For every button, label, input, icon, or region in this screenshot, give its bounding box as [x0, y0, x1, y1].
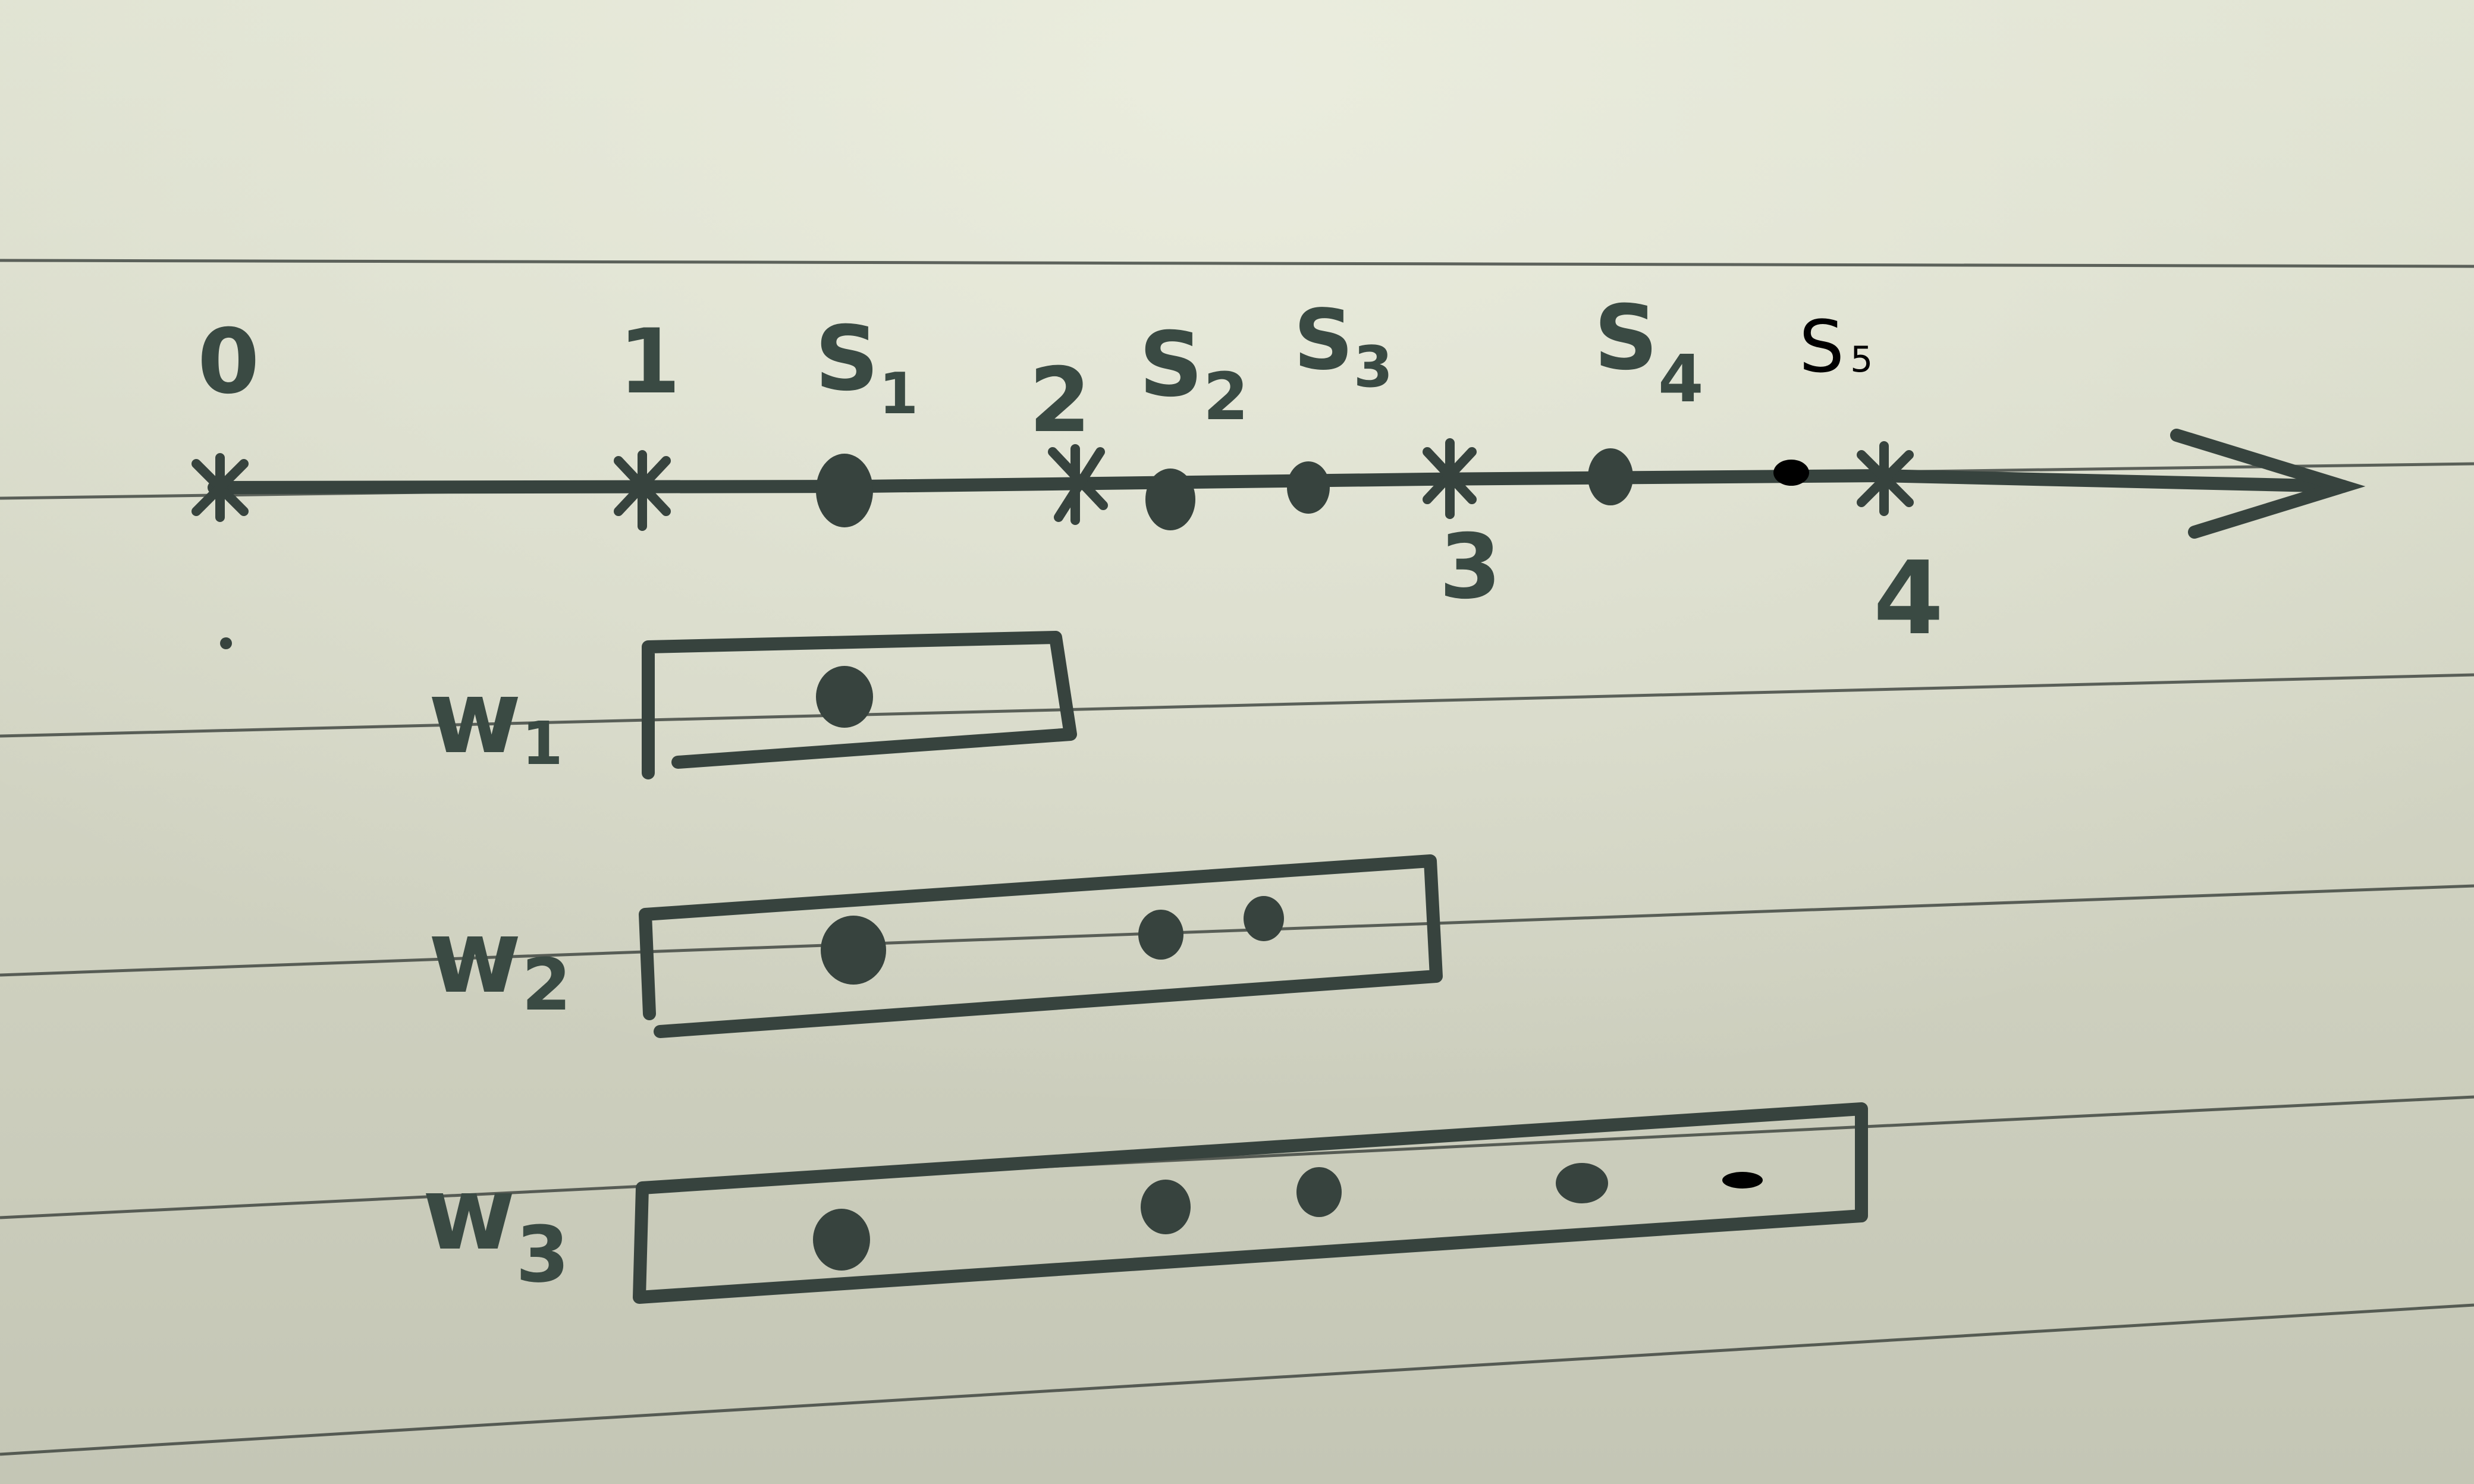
tick-mark-0: [191, 453, 249, 522]
tick-label-0: 0: [197, 310, 259, 414]
event-label-s2: S2: [1139, 313, 1249, 435]
window-box-w2: [639, 854, 1443, 1038]
window-dot: [816, 666, 873, 728]
tick-labels: 0 1 2 3 4: [197, 310, 1944, 658]
window-dot: [1244, 896, 1284, 941]
window-dot: [1722, 1172, 1763, 1189]
tick-mark-3: [1423, 438, 1477, 519]
event-dot-s4: [1588, 448, 1633, 505]
event-label-s4: S4: [1594, 287, 1704, 417]
window-dot: [1138, 910, 1183, 960]
window-label-w2: w2: [428, 898, 572, 1027]
ruled-lines: [0, 259, 2474, 1456]
event-dot-s2: [1145, 469, 1195, 530]
event-dot-s1: [816, 454, 873, 527]
window-label-w2-base: w: [428, 898, 522, 1016]
tick-label-2: 2: [1029, 349, 1091, 452]
event-label-s5-sub: 5: [1850, 339, 1873, 381]
window-label-w3-base: w: [422, 1155, 516, 1273]
window-label-w3: w3: [422, 1155, 570, 1300]
tick-label-1: 1: [618, 310, 680, 414]
tick-label-3: 3: [1439, 515, 1501, 619]
event-label-s4-base: S: [1594, 287, 1658, 390]
window-label-w3-sub: 3: [516, 1209, 569, 1300]
window-dot: [1141, 1180, 1191, 1234]
window-label-w2-sub: 2: [522, 944, 572, 1027]
event-label-s1-sub: 1: [879, 361, 918, 427]
ruled-line: [0, 1095, 2474, 1219]
tick-label-4: 4: [1873, 540, 1944, 658]
window-w2: w2: [428, 854, 1443, 1038]
window-label-w1-base: w: [428, 659, 522, 776]
window-dot: [813, 1209, 870, 1271]
tick-mark-1: [614, 450, 671, 531]
axis-arrowhead: [2170, 429, 2366, 539]
window-box-w1: [642, 631, 1077, 779]
window-w3: w3: [422, 1102, 1868, 1304]
window-w1: w1: [428, 631, 1077, 779]
timeline-ticks: [191, 438, 1914, 531]
window-dot: [1556, 1163, 1608, 1203]
event-label-s2-base: S: [1139, 313, 1203, 417]
event-label-s3-sub: 3: [1354, 335, 1393, 400]
event-label-s3-base: S: [1293, 292, 1354, 389]
ruled-line: [0, 1303, 2474, 1456]
window-label-w1-sub: 1: [522, 709, 563, 778]
event-label-s2-sub: 2: [1203, 359, 1249, 435]
tick-mark-2: [1048, 444, 1108, 525]
event-label-s5-base: S: [1799, 306, 1844, 389]
window-box-w3: [633, 1102, 1868, 1304]
window-label-w1: w1: [428, 659, 563, 778]
tick-mark-4: [1857, 441, 1914, 516]
ruled-line: [0, 259, 2474, 268]
event-label-s1-base: S: [815, 307, 879, 411]
window-dot: [1296, 1167, 1342, 1217]
event-dot-s3: [1287, 461, 1330, 514]
ruled-line: [0, 884, 2474, 977]
event-label-s3: S3: [1293, 292, 1393, 400]
window-dot: [821, 916, 886, 985]
timeline-events: [816, 448, 1809, 530]
ruled-line: [0, 673, 2474, 738]
event-dot-s5: [1773, 460, 1809, 486]
stray-mark: [220, 637, 232, 649]
event-label-s1: S1: [815, 307, 918, 427]
event-label-s4-sub: 4: [1658, 341, 1704, 417]
